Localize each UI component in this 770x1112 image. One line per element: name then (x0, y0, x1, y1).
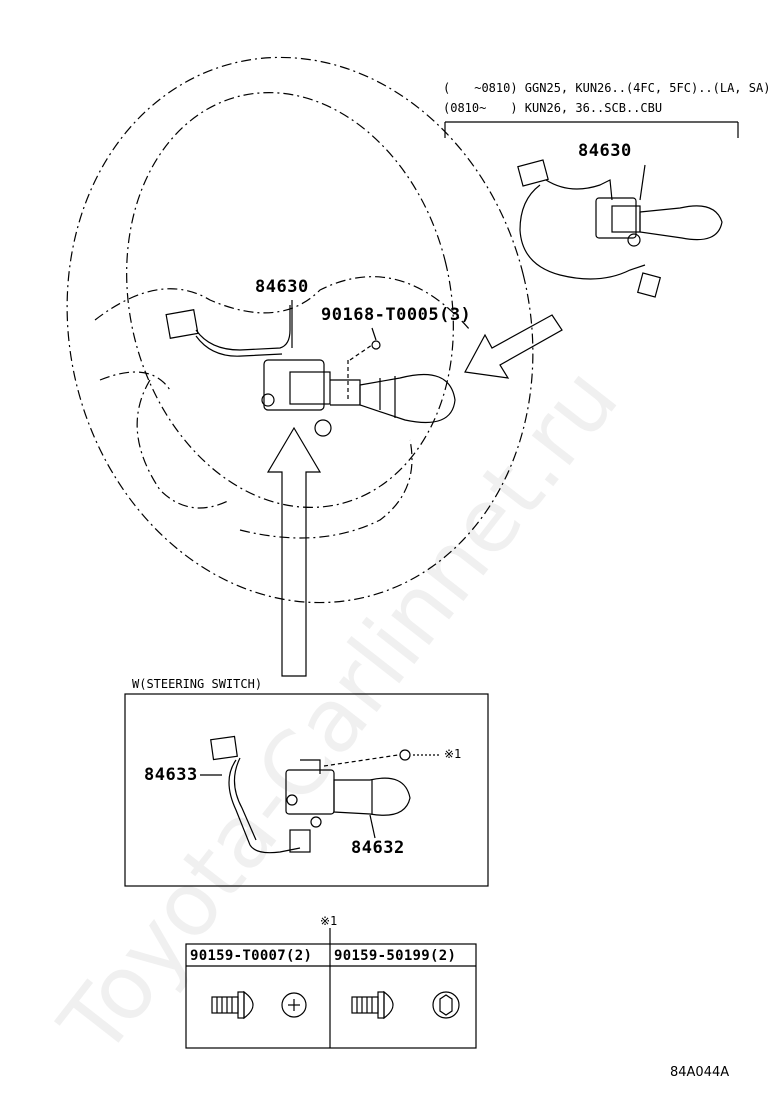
diagram-code: 84A044A (670, 1065, 730, 1080)
pointer-arrow-right (464, 314, 563, 379)
pointer-arrow-up (266, 426, 322, 677)
inset-box (124, 693, 489, 887)
variant-switch-assembly (517, 159, 723, 298)
variant-line-2: (0810~ ) KUN26, 36..SCB..CBU (443, 101, 663, 115)
variant-line-1: ( ~0810) GGN25, KUN26..(4FC, 5FC)..(LA, … (443, 81, 770, 95)
center-switch-part-number: 84630 (255, 277, 309, 297)
inset-harness-part-number: 84633 (144, 765, 198, 785)
inset-screw-ref: ※1 (444, 747, 462, 761)
screw-table-ref: ※1 (320, 914, 338, 928)
center-switch-assembly (165, 300, 456, 437)
screw-col2-part-number: 90159-50199(2) (334, 948, 457, 964)
screw-table (185, 928, 477, 1049)
inset-switch-part-number: 84632 (351, 838, 405, 858)
screw-col1-part-number: 90159-T0007(2) (190, 948, 313, 964)
variant-bracket (444, 121, 739, 138)
center-screw-part-number: 90168-T0005(3) (321, 305, 472, 325)
variant-part-number: 84630 (578, 141, 632, 161)
inset-title: W(STEERING SWITCH) (132, 677, 263, 691)
